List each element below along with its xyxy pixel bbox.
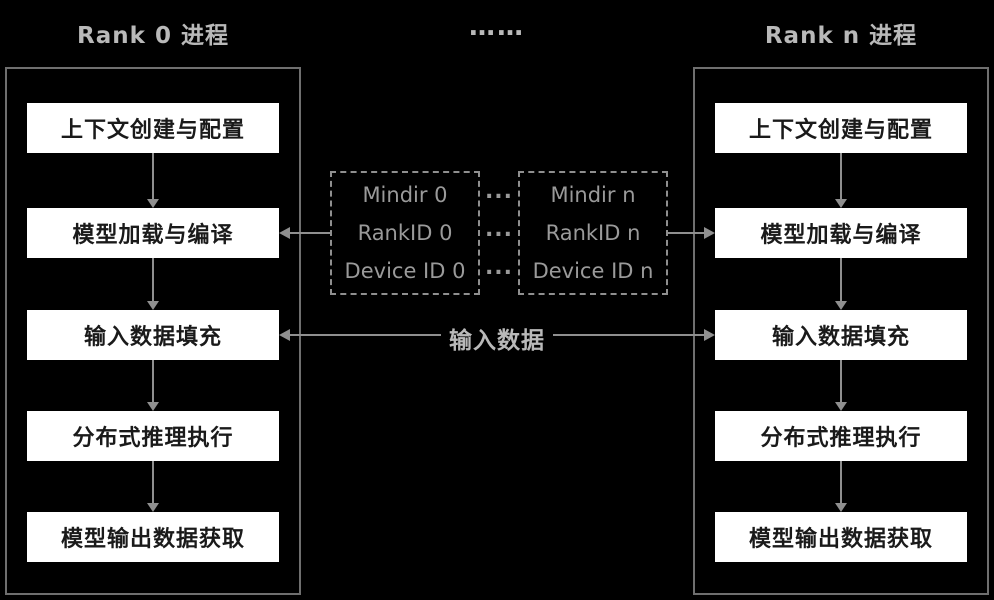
connector-line (289, 232, 330, 234)
down-arrow-icon (147, 258, 159, 310)
deviceid-n-label: Device ID n (532, 259, 654, 283)
down-arrow-icon (147, 153, 159, 208)
down-arrow-icon (835, 461, 847, 512)
arrowhead-down-icon (147, 199, 159, 208)
rank0-step-context: 上下文创建与配置 (27, 103, 279, 153)
ellipsis-dots: ... (484, 217, 514, 242)
down-arrow-icon (147, 360, 159, 411)
arrowhead-down-icon (835, 301, 847, 310)
arrow-line (152, 258, 154, 302)
rankn-params-box: Mindir n RankID n Device ID n (518, 171, 668, 295)
connector-line (553, 334, 705, 336)
rank0-step-inference: 分布式推理执行 (27, 411, 279, 461)
top-ellipsis: …… (469, 12, 525, 42)
down-arrow-icon (835, 153, 847, 208)
arrow-line (840, 153, 842, 200)
arrow-line (840, 461, 842, 504)
arrowhead-right-icon (704, 329, 715, 341)
down-arrow-icon (147, 461, 159, 512)
arrowhead-down-icon (835, 199, 847, 208)
rankid-n-label: RankID n (545, 221, 641, 245)
mindir-0-label: Mindir 0 (362, 183, 448, 207)
arrow-line (840, 258, 842, 302)
rank0-params-box: Mindir 0 RankID 0 Device ID 0 (330, 171, 480, 295)
ellipsis-dots: ... (484, 255, 514, 280)
deviceid-0-label: Device ID 0 (344, 259, 466, 283)
rank0-step-output: 模型输出数据获取 (27, 512, 279, 562)
down-arrow-icon (835, 258, 847, 310)
arrowhead-down-icon (147, 301, 159, 310)
connector-line (289, 334, 441, 336)
connector-line (668, 232, 705, 234)
rank0-title: Rank 0 进程 (77, 23, 229, 49)
mindir-n-label: Mindir n (550, 183, 636, 207)
rankn-step-output: 模型输出数据获取 (715, 512, 967, 562)
rank0-step-input-fill: 输入数据填充 (27, 310, 279, 360)
rank0-step-model-load: 模型加载与编译 (27, 208, 279, 258)
arrow-line (152, 461, 154, 504)
rankn-step-inference: 分布式推理执行 (715, 411, 967, 461)
arrowhead-left-icon (279, 329, 290, 341)
arrowhead-down-icon (835, 402, 847, 411)
rankn-container (693, 67, 989, 595)
arrowhead-right-icon (704, 227, 715, 239)
arrow-line (840, 360, 842, 403)
rankn-title: Rank n 进程 (764, 23, 918, 49)
input-data-label: 输入数据 (441, 321, 553, 355)
arrowhead-down-icon (147, 402, 159, 411)
rankn-step-context: 上下文创建与配置 (715, 103, 967, 153)
arrowhead-left-icon (279, 227, 290, 239)
rank0-container (5, 67, 301, 595)
arrow-line (152, 153, 154, 200)
rankn-step-model-load: 模型加载与编译 (715, 208, 967, 258)
ellipsis-dots: ... (484, 179, 514, 204)
rankn-step-input-fill: 输入数据填充 (715, 310, 967, 360)
arrowhead-down-icon (835, 503, 847, 512)
arrow-line (152, 360, 154, 403)
arrowhead-down-icon (147, 503, 159, 512)
rankid-0-label: RankID 0 (357, 221, 453, 245)
down-arrow-icon (835, 360, 847, 411)
